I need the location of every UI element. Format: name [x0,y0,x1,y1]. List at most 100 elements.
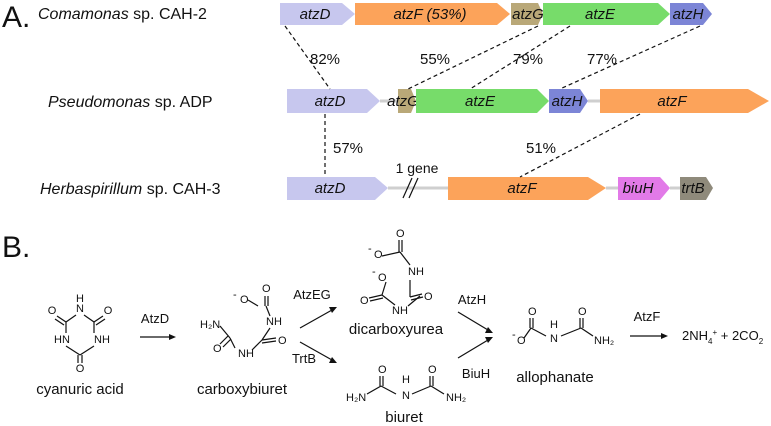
svg-text:O: O [48,305,57,317]
svg-text:H: H [550,319,558,331]
homology-line-atzH [559,25,701,90]
gene-row3-atzD [287,177,388,200]
arrow-atzEG-head [329,307,337,313]
gene-row3-trtB [680,177,713,200]
gene-row1-atzH [670,3,712,25]
identity-atzD-82: 82% [310,51,340,68]
gene-row2-atzD [287,89,380,113]
gene-row3-biuH-label: biuH [623,180,654,197]
svg-text:N: N [76,303,84,315]
svg-text:O: O [360,295,369,307]
svg-text:H: H [76,293,84,305]
svg-text:O: O [278,335,287,347]
gene-row2-atzH [549,89,588,113]
gene-row3-atzF-label: atzF [507,180,537,197]
arrow-atzD-head [169,334,176,340]
organism-pseudomonas: Pseudomonas sp. ADP [48,94,213,111]
svg-text:O: O [528,306,537,318]
svg-text:O: O [424,291,433,303]
svg-text:O: O [213,343,222,355]
svg-text:NH₂: NH₂ [594,335,614,347]
gap-break-mark-2 [408,177,419,199]
gene-row2-atzG [398,89,416,113]
svg-text:H₂N: H₂N [200,319,220,331]
svg-text:O: O [378,272,387,284]
svg-text:-: - [368,243,372,255]
gene-row2-atzE [416,89,549,113]
enzyme-atzD: AtzD [141,311,169,326]
gene-row1-atzD-label: atzD [300,6,331,23]
gene-row2-atzD-label: atzD [315,93,346,110]
biuret-label: biuret [385,409,423,426]
svg-text:O: O [374,249,383,261]
identity-atzE-79: 79% [513,51,543,68]
svg-text:N: N [402,390,410,402]
gene-row1-atzD [280,3,355,25]
svg-text:O: O [428,364,437,376]
svg-text:HN: HN [54,334,70,346]
gene-row2-atzE-label: atzE [465,93,496,110]
panel-b-label: B. [2,231,30,264]
carboxybiuret-structure: - O O NH H₂N O NH O [200,283,287,360]
gap-label: 1 gene [396,160,439,176]
carboxybiuret-label: carboxybiuret [197,381,288,398]
svg-text:N: N [550,333,558,345]
svg-text:O: O [578,306,587,318]
svg-text:O: O [396,228,405,240]
svg-text:O: O [104,305,113,317]
svg-text:NH: NH [266,316,282,328]
svg-text:NH₂: NH₂ [446,392,466,404]
identity-atzG-55: 55% [420,51,450,68]
svg-text:H₂N: H₂N [346,392,366,404]
svg-text:-: - [512,329,516,341]
arrow-atzEG [299,309,333,329]
enzyme-atzF: AtzF [634,309,661,324]
homology-line-atzF [519,113,641,178]
enzyme-trtB: TrtB [292,351,316,366]
gene-row1-atzG [511,3,543,25]
cyanuric-acid-structure: H N O O HN NH O [48,293,113,375]
enzyme-atzH: AtzH [458,292,486,307]
allophanate-label: allophanate [516,369,594,386]
identity-atzH-77: 77% [587,51,617,68]
svg-text:O: O [240,294,249,306]
gap-break-mark-1 [402,177,413,199]
svg-text:O: O [378,364,387,376]
arrow-biuH [457,339,489,359]
allophanate-structure: O O - O H N NH₂ [512,306,614,347]
gene-row3-atzF [448,177,606,200]
gene-row1-atzF-label: atzF (53%) [393,6,466,23]
dicarboxyurea-label: dicarboxyurea [349,321,444,338]
svg-text:O: O [517,335,526,347]
svg-text:NH: NH [94,334,110,346]
identity-atzD-57: 57% [333,140,363,157]
gene-row3-atzD-label: atzD [315,180,346,197]
gene-row2-atzF-label: atzF [657,93,687,110]
gene-row3-biuH [618,177,670,200]
gene-row1-atzE-label: atzE [585,6,616,23]
svg-text:-: - [233,289,237,301]
svg-text:NH: NH [408,266,424,278]
organism-comamonas: Comamonas sp. CAH-2 [38,6,207,23]
enzyme-biuH: BiuH [462,366,490,381]
gene-row1-atzH-label: atzH [673,6,704,23]
gene-row2-atzG-label: atzG [387,93,419,110]
svg-text:NH: NH [238,348,254,360]
svg-text:H: H [402,374,410,386]
gene-row2-atzF [600,89,769,113]
enzyme-atzEG: AtzEG [293,287,331,302]
arrow-biuH-head [485,337,493,343]
identity-atzF-51: 51% [526,140,556,157]
products-label: 2NH4+ + 2CO2 [682,328,764,346]
biuret-structure: O O H₂N H N NH₂ [346,364,466,404]
homology-line-atzD-1 [284,25,331,90]
arrow-atzH-head [485,327,493,333]
svg-text:O: O [76,363,85,375]
arrow-trtB-head [329,357,337,363]
gene-row1-atzF [355,3,510,25]
cyanuric-acid-label: cyanuric acid [36,381,124,398]
arrow-atzH [457,311,489,331]
svg-text:O: O [262,283,271,295]
gene-row1-atzG-label: atzG [512,6,544,23]
